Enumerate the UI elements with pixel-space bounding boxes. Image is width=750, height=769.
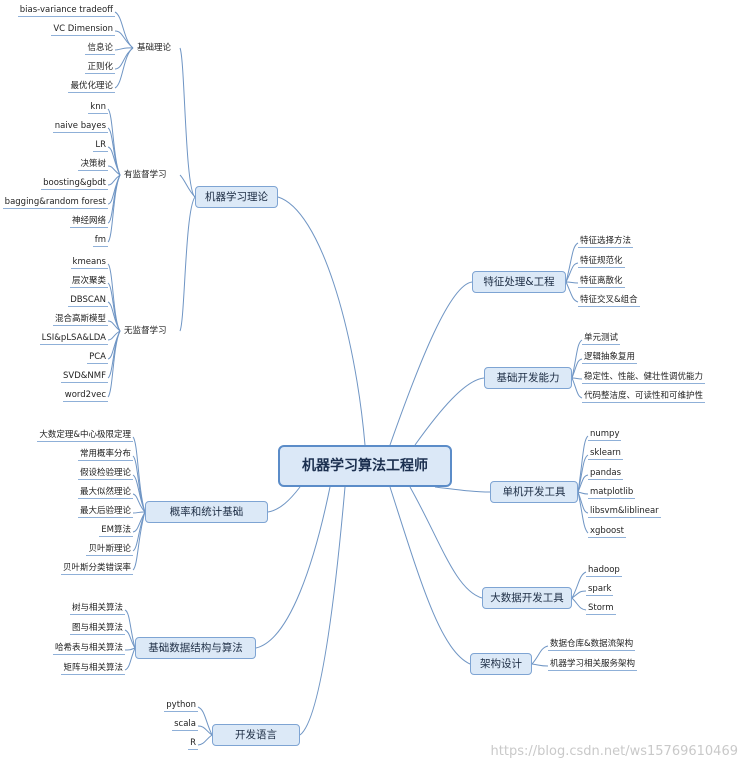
- leaf-xgboost: xgboost: [588, 526, 626, 538]
- leaf-regularization: 正则化: [85, 62, 115, 74]
- leaf-abstraction-reuse: 逻辑抽象复用: [582, 352, 638, 364]
- link-languages: [299, 486, 346, 736]
- branch-data-structures: 基础数据结构与算法: [135, 637, 256, 659]
- leaf-map: 最大后验理论: [77, 506, 133, 518]
- watermark: https://blog.csdn.net/ws15769610469: [490, 744, 738, 759]
- central-topic: 机器学习算法工程师: [278, 445, 452, 487]
- leaf-em: EM算法: [99, 525, 133, 537]
- leaf-feature-normalization: 特征规范化: [578, 256, 625, 268]
- leaf-hash-algorithms: 哈希表与相关算法: [52, 643, 125, 655]
- branch-features: 特征处理&工程: [472, 271, 566, 293]
- leaf-lln-clt: 大数定理&中心极限定理: [37, 430, 133, 442]
- leaf-bayes-theory: 贝叶斯理论: [86, 544, 133, 556]
- link-ml-theory: [277, 196, 366, 446]
- leaf-knn: knn: [88, 102, 108, 114]
- leaf-libsvm: libsvm&liblinear: [588, 506, 661, 518]
- leaf-bias-variance: bias-variance tradeoff: [17, 5, 115, 17]
- leaf-python: python: [164, 700, 198, 712]
- link-single-tools: [434, 486, 491, 493]
- leaf-optimization: 最优化理论: [68, 81, 115, 93]
- leaf-hierarchical-clustering: 层次聚类: [69, 276, 108, 288]
- leaf-data-warehouse: 数据仓库&数据流架构: [548, 639, 636, 651]
- subtopic-basic-theory: 基础理论: [137, 43, 172, 53]
- leaf-neural-network: 神经网络: [69, 216, 108, 228]
- link-bigdata-tools: [409, 486, 483, 599]
- leaf-boosting-gbdt: boosting&gbdt: [41, 178, 108, 190]
- leaf-storm: Storm: [586, 603, 616, 615]
- branch-probability: 概率和统计基础: [145, 501, 268, 523]
- leaf-hadoop: hadoop: [586, 565, 622, 577]
- leaf-ml-service-arch: 机器学习相关服务架构: [548, 659, 638, 671]
- leaf-tree-algorithms: 树与相关算法: [69, 603, 125, 615]
- leaf-naive-bayes: naive bayes: [52, 121, 108, 133]
- link-architecture: [389, 486, 471, 665]
- leaf-lsi-plsa-lda: LSI&pLSA&LDA: [39, 333, 108, 345]
- leaf-bagging-rf: bagging&random forest: [2, 197, 108, 209]
- link-dev-skills: [414, 377, 485, 446]
- leaf-vc-dimension: VC Dimension: [51, 24, 115, 36]
- leaf-sklearn: sklearn: [588, 448, 623, 460]
- leaf-hypothesis-testing: 假设检验理论: [77, 468, 133, 480]
- leaf-pca: PCA: [87, 352, 108, 364]
- branch-bigdata-tools: 大数据开发工具: [482, 587, 572, 609]
- leaf-information-theory: 信息论: [85, 43, 115, 55]
- leaf-feature-discretization: 特征离散化: [578, 276, 625, 288]
- leaf-distributions: 常用概率分布: [77, 449, 133, 461]
- link-probability: [267, 486, 301, 513]
- leaf-bayes-error: 贝叶斯分类错误率: [60, 563, 133, 575]
- branch-single-tools: 单机开发工具: [490, 481, 578, 503]
- branch-dev-skills: 基础开发能力: [484, 367, 572, 389]
- leaf-fm: fm: [92, 235, 108, 247]
- leaf-feature-crossing: 特征交叉&组合: [578, 295, 640, 307]
- leaf-pandas: pandas: [588, 468, 624, 480]
- subtopic-supervised: 有监督学习: [124, 170, 167, 180]
- leaf-matplotlib: matplotlib: [588, 487, 636, 499]
- leaf-svd-nmf: SVD&NMF: [61, 371, 108, 383]
- leaf-r: R: [188, 738, 198, 750]
- leaf-graph-algorithms: 图与相关算法: [69, 623, 125, 635]
- leaf-scala: scala: [172, 719, 198, 731]
- leaf-numpy: numpy: [588, 429, 622, 441]
- leaf-feature-selection: 特征选择方法: [578, 236, 634, 248]
- branch-architecture: 架构设计: [470, 653, 532, 675]
- subtopic-unsupervised: 无监督学习: [124, 326, 167, 336]
- leaf-code-quality: 代码整洁度、可读性和可维护性: [582, 391, 706, 403]
- branch-ml-theory: 机器学习理论: [195, 186, 278, 208]
- leaf-mle: 最大似然理论: [77, 487, 133, 499]
- leaf-decision-tree: 决策树: [78, 159, 108, 171]
- link-features: [389, 281, 473, 446]
- leaf-lr: LR: [93, 140, 108, 152]
- leaf-unit-testing: 单元测试: [582, 333, 621, 345]
- leaf-stability-performance: 稳定性、性能、健壮性调优能力: [582, 372, 706, 384]
- leaf-gmm: 混合高斯模型: [52, 314, 108, 326]
- leaf-word2vec: word2vec: [62, 390, 108, 402]
- branch-languages: 开发语言: [212, 724, 300, 746]
- leaf-kmeans: kmeans: [70, 257, 108, 269]
- link-data-structures: [255, 486, 331, 649]
- leaf-matrix-algorithms: 矩阵与相关算法: [61, 663, 125, 675]
- leaf-dbscan: DBSCAN: [68, 295, 108, 307]
- leaf-spark: spark: [586, 584, 614, 596]
